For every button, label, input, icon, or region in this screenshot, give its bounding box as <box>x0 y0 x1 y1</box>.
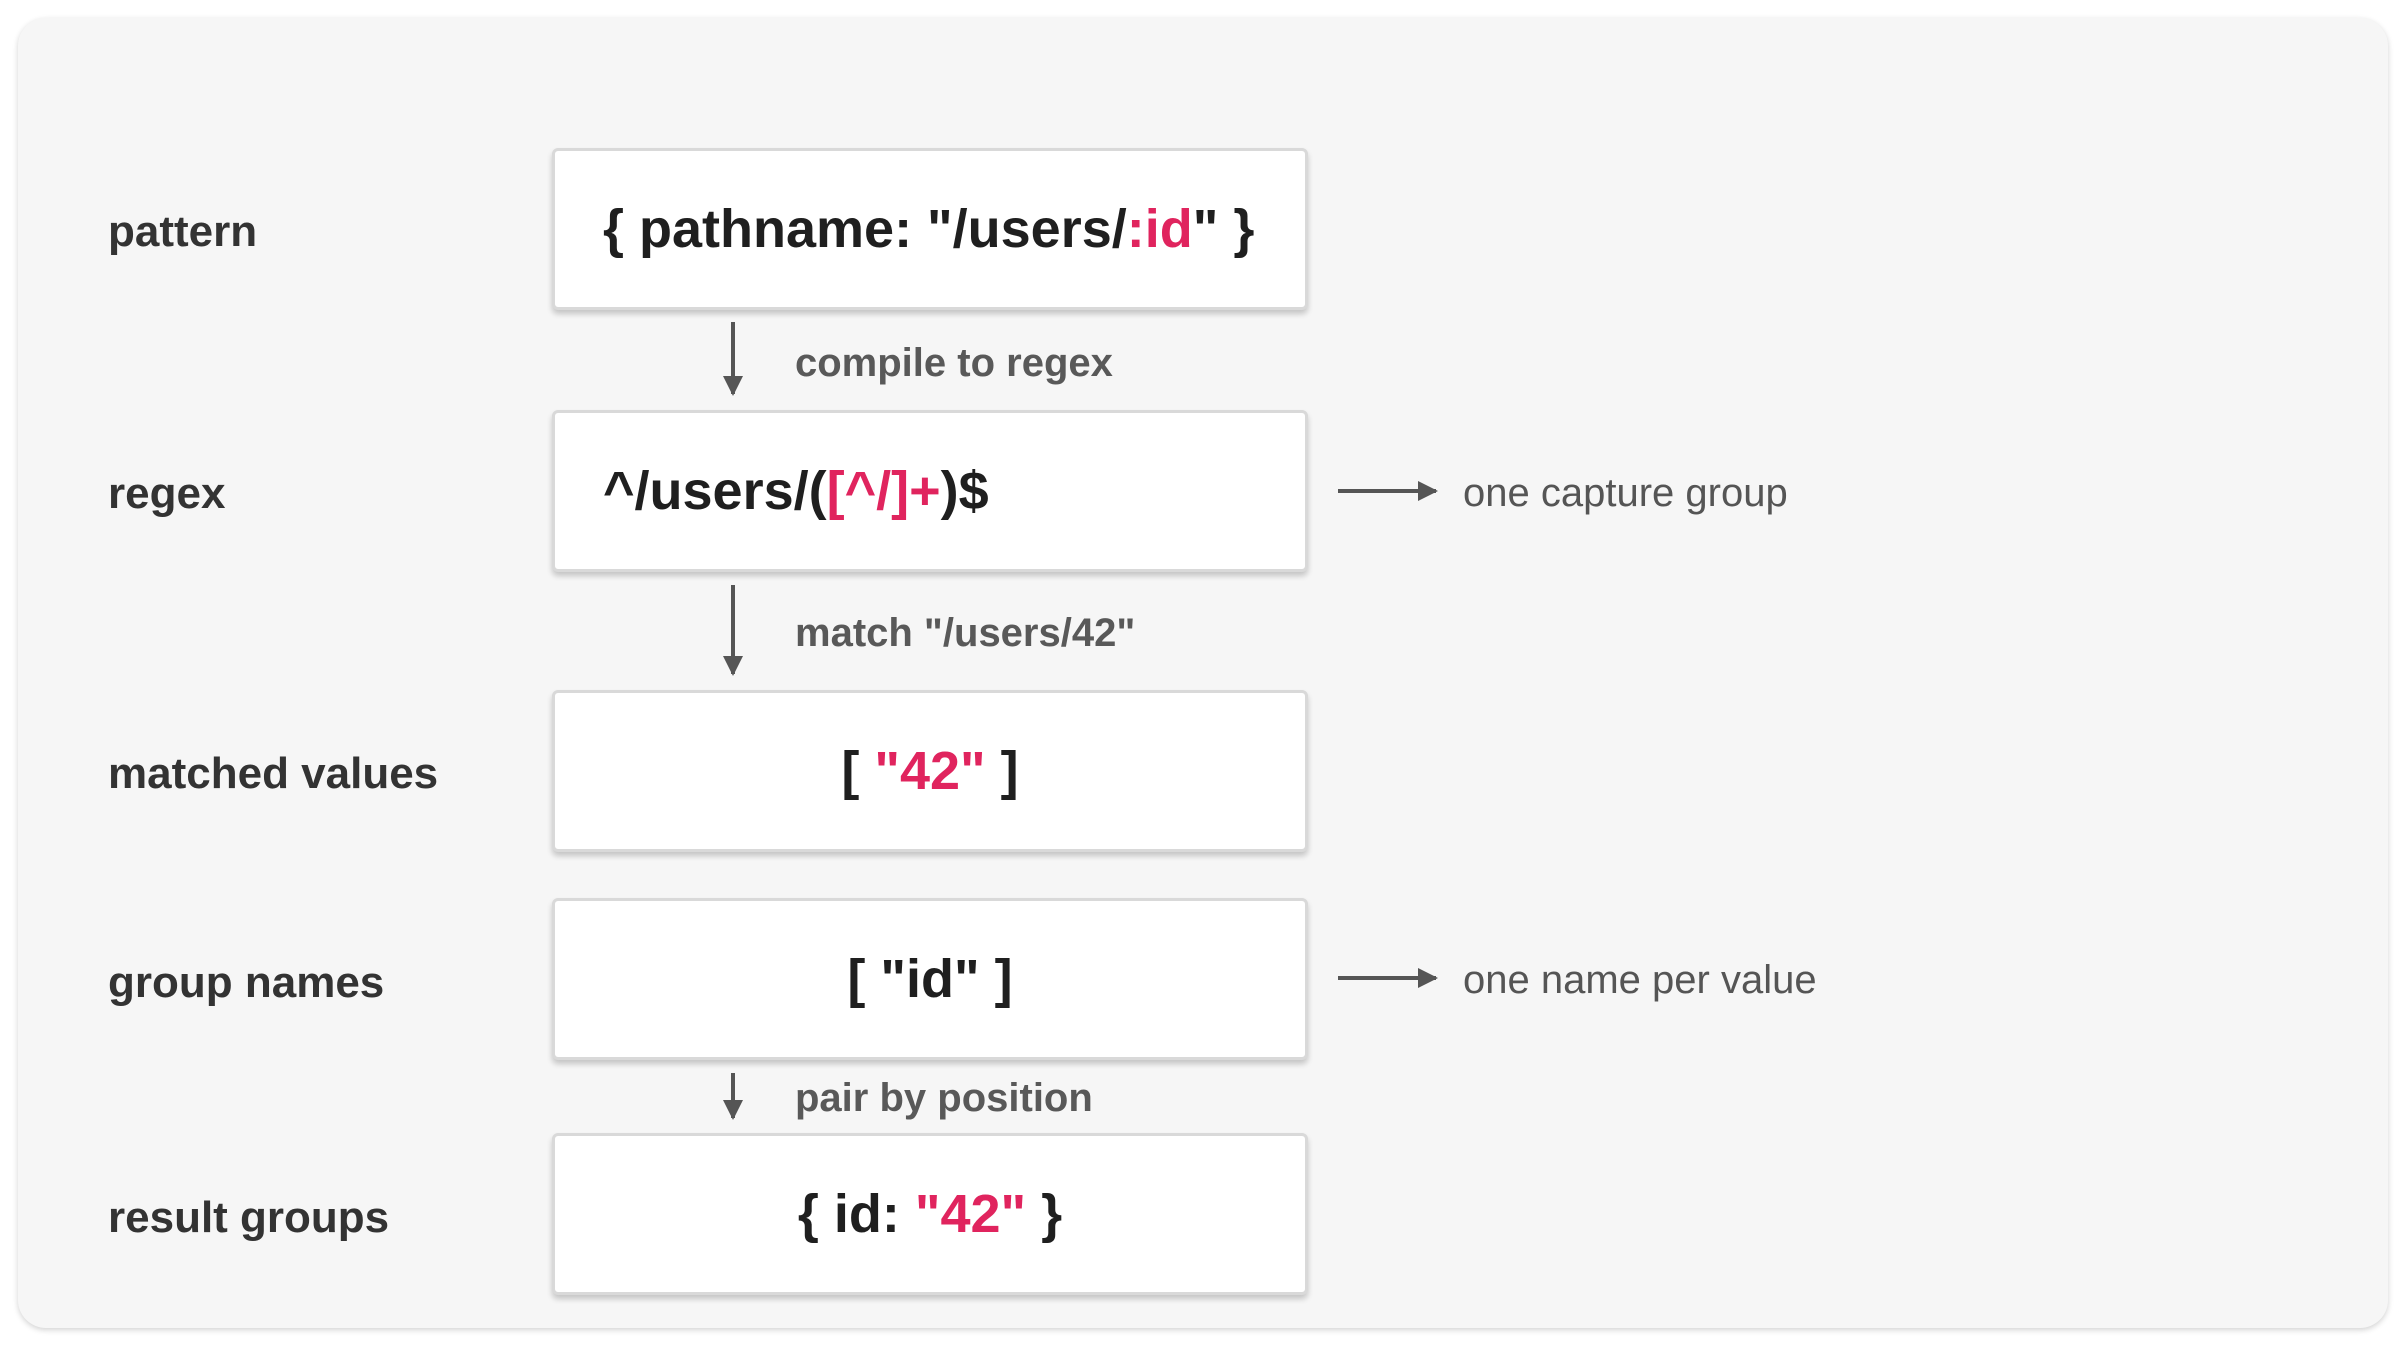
step-match-label: match "/users/42" <box>795 611 1136 655</box>
result-groups-box: { id: "42" } <box>552 1133 1308 1295</box>
label-matched-values: matched values <box>108 749 439 798</box>
result-groups-open: { id: <box>797 1184 915 1244</box>
pattern-text-prefix: { pathname: "/users/ <box>603 199 1127 259</box>
matched-values-close: ] <box>985 741 1019 801</box>
regex-box: ^/users/([^/]+)$ <box>552 410 1308 572</box>
note-name-per-value: one name per value <box>1463 958 1817 1002</box>
group-names-text: [ "id" ] <box>847 949 1013 1009</box>
label-regex: regex <box>108 469 226 518</box>
group-names-box: [ "id" ] <box>552 898 1308 1060</box>
label-pattern: pattern <box>108 207 258 256</box>
step-pair-label: pair by position <box>795 1076 1093 1120</box>
note-capture-group: one capture group <box>1463 471 1788 515</box>
regex-text-prefix: ^/users/( <box>603 461 827 521</box>
label-result-groups: result groups <box>108 1193 390 1242</box>
step-compile-label: compile to regex <box>795 341 1113 385</box>
result-groups-close: } <box>1026 1184 1063 1244</box>
pattern-text-suffix: " } <box>1192 199 1255 259</box>
pattern-param-highlight: :id <box>1126 199 1193 259</box>
regex-text-suffix: )$ <box>940 461 989 521</box>
regex-group-highlight: [^/]+ <box>826 461 941 521</box>
pattern-box: { pathname: "/users/:id" } <box>552 148 1308 310</box>
label-group-names: group names <box>108 958 385 1007</box>
matched-values-highlight: "42" <box>874 741 986 801</box>
matched-values-box: [ "42" ] <box>552 690 1308 852</box>
result-groups-highlight: "42" <box>914 1184 1027 1244</box>
matched-values-open: [ <box>841 741 875 801</box>
